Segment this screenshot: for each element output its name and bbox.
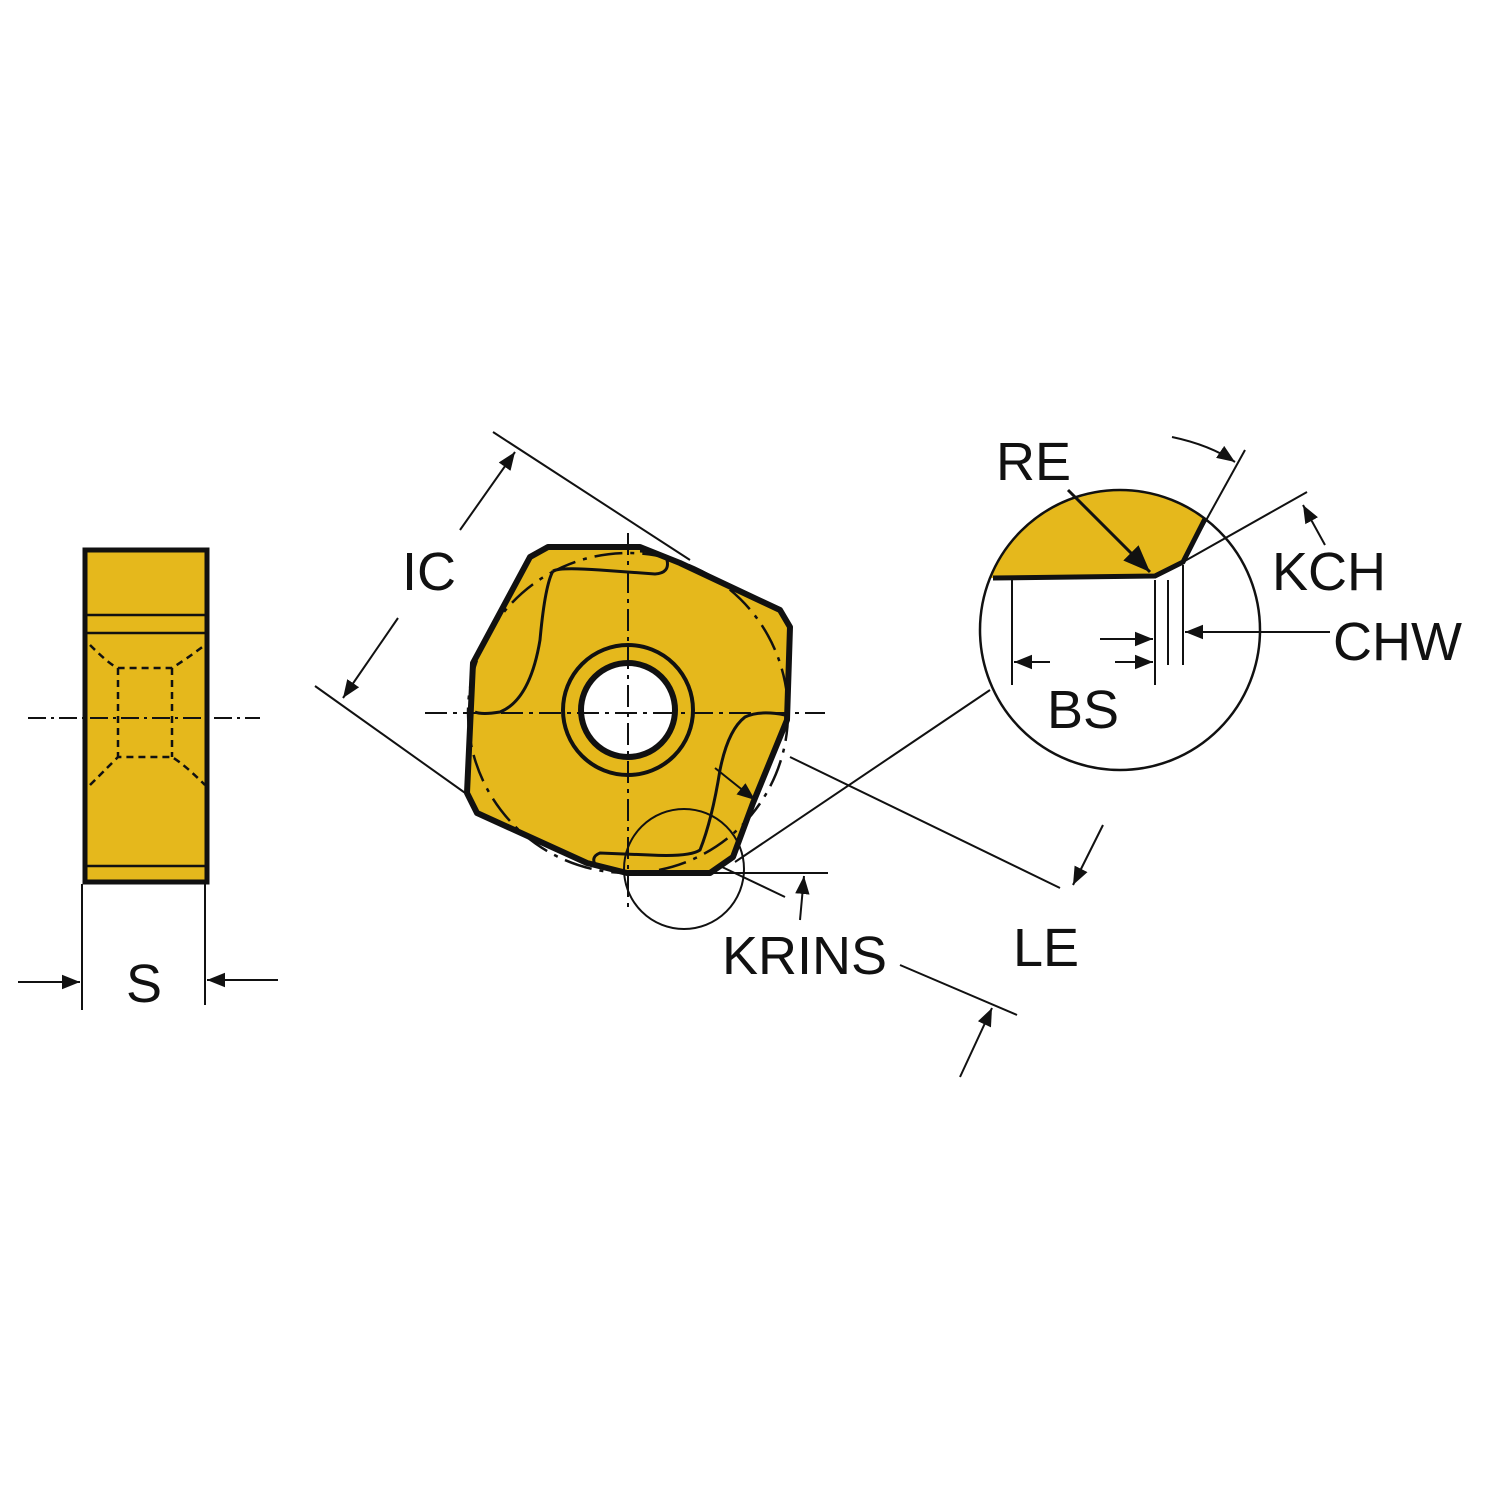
label-bs: BS (1047, 680, 1119, 740)
label-kch: KCH (1272, 542, 1386, 602)
detail-marker-circle (623, 808, 745, 930)
label-ic: IC (402, 542, 456, 602)
side-view (18, 547, 278, 1010)
label-chw: CHW (1333, 612, 1462, 672)
label-s: S (126, 954, 162, 1014)
label-krins: KRINS (722, 926, 887, 986)
insert-top-view (314, 431, 1061, 930)
label-le: LE (1013, 918, 1079, 978)
label-re: RE (996, 432, 1071, 492)
